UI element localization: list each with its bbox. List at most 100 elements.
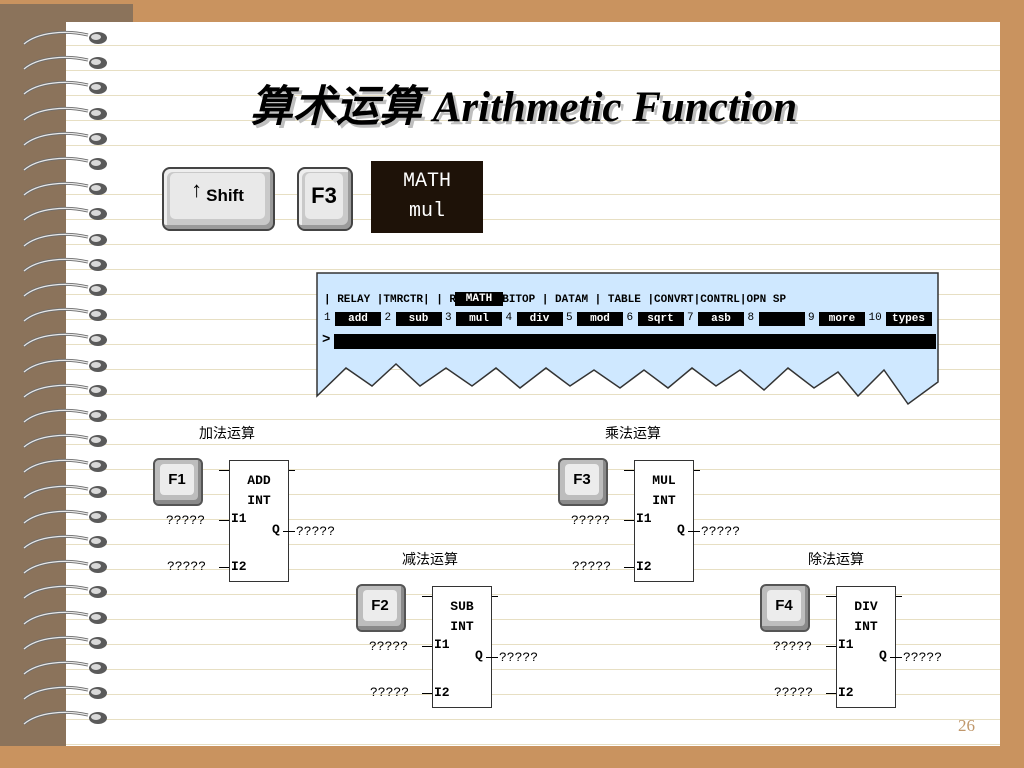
- f3-key[interactable]: F3: [558, 458, 608, 506]
- spiral-ring: [18, 505, 108, 531]
- enable-line-left: [826, 596, 836, 597]
- input-i2-label: I2: [231, 559, 247, 574]
- enable-line-right: [694, 470, 700, 471]
- enable-line-left: [422, 596, 432, 597]
- spiral-ring: [18, 328, 108, 354]
- function-key-number: 5: [566, 312, 573, 324]
- function-key-more[interactable]: more: [819, 312, 865, 326]
- menu-math-selected[interactable]: MATH: [455, 292, 503, 306]
- output-q-placeholder[interactable]: ?????: [903, 650, 943, 665]
- function-key-sub[interactable]: sub: [395, 312, 442, 326]
- enable-line-left: [219, 470, 229, 471]
- math-label: MATH: [402, 170, 451, 193]
- f3-key[interactable]: F3: [297, 167, 353, 231]
- input-i2-placeholder[interactable]: ?????: [774, 685, 814, 700]
- output-q-wire: [283, 531, 295, 532]
- output-q-label: Q: [677, 522, 685, 537]
- math-mul-display: MATH mul: [371, 161, 483, 233]
- f1-key[interactable]: F1: [153, 458, 203, 506]
- block-name: SUB: [450, 599, 474, 614]
- enable-line-right: [289, 470, 295, 471]
- input-i1-placeholder[interactable]: ?????: [166, 513, 206, 528]
- input-i2-placeholder[interactable]: ?????: [572, 559, 612, 574]
- output-q-wire: [688, 531, 700, 532]
- function-key-mod[interactable]: mod: [577, 312, 623, 326]
- spiral-ring: [18, 102, 108, 128]
- function-key-number: 7: [687, 312, 694, 324]
- input-i2-label: I2: [838, 685, 854, 700]
- spiral-ring: [18, 177, 108, 203]
- block-type: INT: [450, 619, 474, 634]
- input-i1-label: I1: [636, 511, 652, 526]
- function-key-number: 1: [324, 312, 331, 324]
- function-key-number: 9: [808, 312, 815, 324]
- function-key-add[interactable]: add: [335, 312, 381, 326]
- spiral-ring: [18, 656, 108, 682]
- function-key-number: 4: [505, 312, 513, 324]
- function-key-number: 8: [747, 312, 755, 324]
- spiral-ring: [18, 530, 108, 556]
- spiral-ring: [18, 429, 108, 455]
- spiral-ring: [18, 580, 108, 606]
- spiral-ring: [18, 51, 108, 77]
- input-i2-wire: [422, 693, 432, 694]
- spiral-ring: [18, 228, 108, 254]
- input-i2-wire: [826, 693, 836, 694]
- function-key-mul[interactable]: mul: [456, 312, 502, 326]
- input-i1-wire: [826, 646, 836, 647]
- block-name: MUL: [652, 473, 676, 488]
- spiral-ring: [18, 354, 108, 380]
- spiral-ring: [18, 152, 108, 178]
- block-type: INT: [854, 619, 878, 634]
- function-key-types[interactable]: types: [885, 312, 932, 326]
- input-i1-placeholder[interactable]: ?????: [571, 513, 611, 528]
- spiral-ring: [18, 76, 108, 102]
- spiral-ring: [18, 303, 108, 329]
- spiral-ring: [18, 681, 108, 707]
- output-q-placeholder[interactable]: ?????: [296, 524, 336, 539]
- add-function-block[interactable]: ADD INT: [229, 460, 289, 582]
- fkey-label: F4: [775, 597, 793, 614]
- input-i1-label: I1: [231, 511, 247, 526]
- output-q-wire: [890, 657, 902, 658]
- input-i1-placeholder[interactable]: ?????: [369, 639, 409, 654]
- screen-prompt: >: [322, 332, 331, 348]
- sub-function-block[interactable]: SUB INT: [432, 586, 492, 708]
- input-i2-wire: [624, 567, 634, 568]
- input-i1-label: I1: [838, 637, 854, 652]
- block-name: ADD: [247, 473, 271, 488]
- function-key-blank[interactable]: [758, 312, 805, 326]
- fkey-label: F3: [573, 471, 591, 488]
- mul-section-title: 乘法运算: [605, 425, 661, 441]
- shift-key-label: Shift: [206, 186, 244, 205]
- spiral-ring: [18, 379, 108, 405]
- output-q-wire: [486, 657, 498, 658]
- input-i2-placeholder[interactable]: ?????: [370, 685, 410, 700]
- function-key-asb[interactable]: asb: [698, 312, 744, 326]
- input-i2-label: I2: [636, 559, 652, 574]
- spiral-ring: [18, 404, 108, 430]
- spiral-ring: [18, 480, 108, 506]
- block-type: INT: [247, 493, 271, 508]
- spiral-ring: [18, 631, 108, 657]
- spiral-ring: [18, 555, 108, 581]
- mul-label: mul: [408, 200, 445, 223]
- spiral-ring: [18, 253, 108, 279]
- f4-key[interactable]: F4: [760, 584, 810, 632]
- screen-command-line[interactable]: [334, 334, 936, 349]
- function-key-number: 10: [868, 312, 882, 324]
- input-i1-label: I1: [434, 637, 450, 652]
- function-key-number: 2: [384, 312, 392, 324]
- function-key-sqrt[interactable]: sqrt: [637, 312, 684, 326]
- output-q-placeholder[interactable]: ?????: [499, 650, 539, 665]
- function-key-div[interactable]: div: [516, 312, 563, 326]
- fkey-label: F1: [168, 471, 186, 488]
- f3-key-label: F3: [311, 183, 337, 208]
- output-q-placeholder[interactable]: ?????: [701, 524, 741, 539]
- f2-key[interactable]: F2: [356, 584, 406, 632]
- input-i1-placeholder[interactable]: ?????: [773, 639, 813, 654]
- shift-key[interactable]: ↑ Shift: [162, 167, 275, 231]
- input-i2-placeholder[interactable]: ?????: [167, 559, 207, 574]
